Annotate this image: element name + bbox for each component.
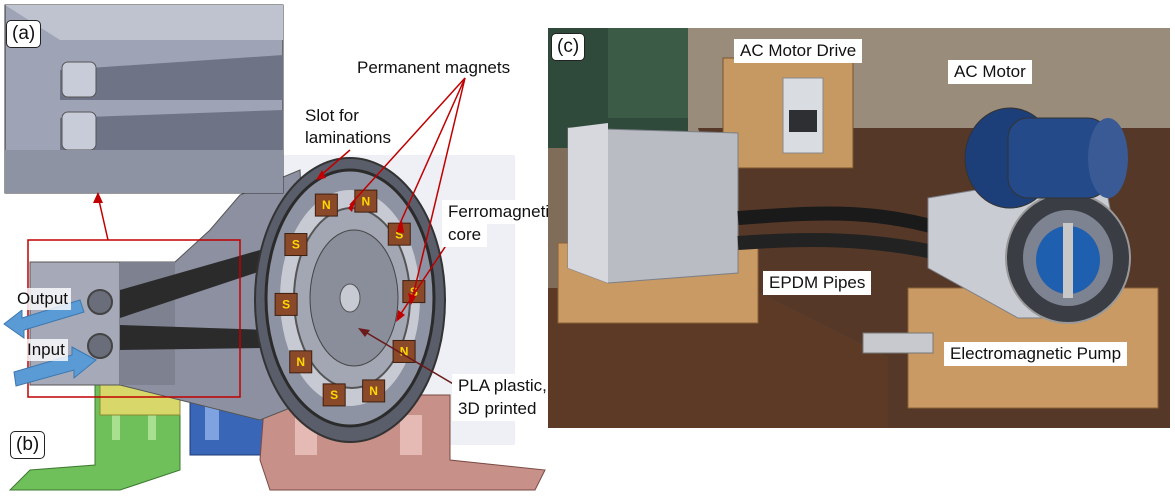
slot-laminations-label-2: laminations <box>305 128 391 147</box>
pla-label-2: 3D printed <box>452 397 543 421</box>
annotation-arrows <box>27 77 466 398</box>
inset-a <box>4 4 284 194</box>
magnet-block <box>392 339 416 363</box>
magnet-pole-label: N <box>296 355 305 369</box>
magnet-block <box>387 222 411 246</box>
magnet-block <box>289 350 313 374</box>
epdm-pipe-1 <box>737 206 940 235</box>
input-arrow <box>13 346 97 387</box>
epdm-pipes-label: EPDM Pipes <box>763 271 872 295</box>
panel-label-a: (a) <box>6 20 42 48</box>
ferromagnetic-label-2: core <box>442 223 488 247</box>
ac-motor-drive-label: AC Motor Drive <box>734 39 863 63</box>
input-label: Input <box>24 339 68 361</box>
output-label: Output <box>14 288 72 310</box>
magnet-block <box>314 193 338 217</box>
magnet-pole-label: S <box>282 298 290 312</box>
magnet-pole-label: N <box>361 194 370 208</box>
panel-label-b: (b) <box>10 431 46 459</box>
magnet-pole-label: S <box>395 227 403 241</box>
experimental-setup-photo <box>548 28 1170 428</box>
magnet-block <box>284 233 308 257</box>
photo-drawing <box>548 28 1170 428</box>
magnet-block <box>362 379 386 403</box>
epdm-pipe-2 <box>737 233 940 260</box>
magnet-pole-label: S <box>292 238 300 252</box>
magnet-block <box>322 383 346 407</box>
ac-motor-label: AC Motor <box>948 60 1032 84</box>
magnet-ring: NSSNNSNSSN <box>274 189 426 407</box>
ferromagnetic-label-1: Ferromagnetic <box>442 200 564 224</box>
pla-label-1: PLA plastic, <box>452 374 553 398</box>
metal-plate <box>862 332 934 354</box>
magnet-pole-label: N <box>400 345 409 359</box>
magnet-pole-label: N <box>322 198 331 212</box>
panel-label-c: (c) <box>551 33 586 61</box>
slot-laminations-label-1: Slot for <box>305 106 359 125</box>
electromagnetic-pump-label: Electromagnetic Pump <box>944 342 1128 366</box>
permanent-magnets-label: Permanent magnets <box>357 58 511 77</box>
magnet-block <box>274 292 298 316</box>
magnet-pole-label: N <box>369 384 378 398</box>
magnet-pole-label: S <box>330 388 338 402</box>
